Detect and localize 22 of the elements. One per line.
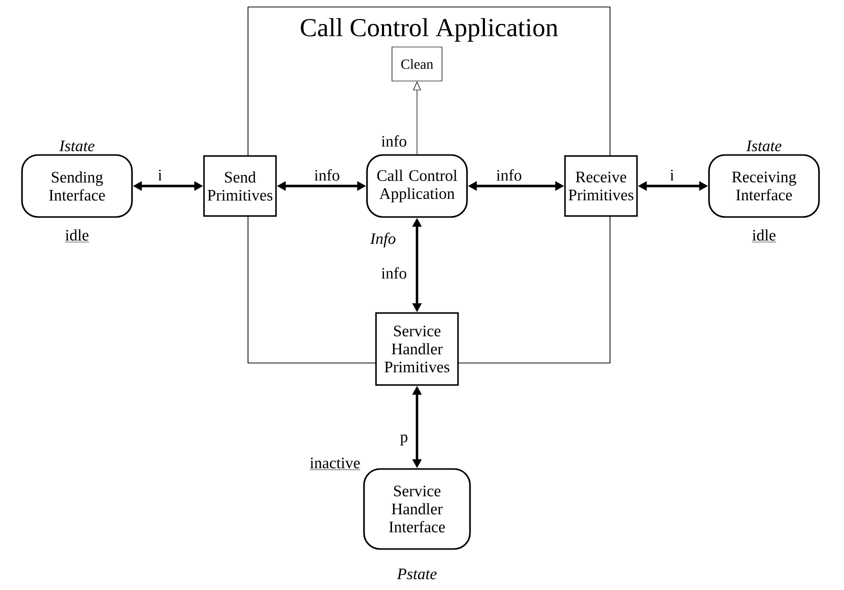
edge-label: p — [399, 434, 409, 446]
state-label: Pstate — [396, 568, 437, 580]
marking-label: idle — [752, 229, 776, 242]
state-label: Info — [370, 232, 396, 248]
interface-place: Receiving Interface — [708, 154, 820, 218]
process-box: Clean — [392, 46, 442, 82]
interface-place: Sending Interface — [21, 154, 133, 218]
process-box: Send Primitives — [203, 155, 277, 217]
edge-label: i — [156, 168, 164, 182]
marking-label: idle — [64, 229, 90, 242]
edge-label: i — [668, 168, 676, 182]
edge-label: info — [313, 168, 341, 182]
edge-label: info — [380, 134, 408, 148]
marking-label: inactive — [309, 458, 361, 470]
interface-place: Service Handler Interface — [363, 468, 471, 550]
process-box: Receive Primitives — [564, 155, 638, 217]
application-place: Call Control Application — [366, 154, 468, 218]
process-box: Service Handler Primitives — [375, 312, 459, 386]
state-label: Istate — [59, 140, 94, 152]
state-label: Istate — [746, 140, 782, 152]
edge-label: info — [380, 266, 408, 280]
edge-label: info — [495, 168, 523, 182]
